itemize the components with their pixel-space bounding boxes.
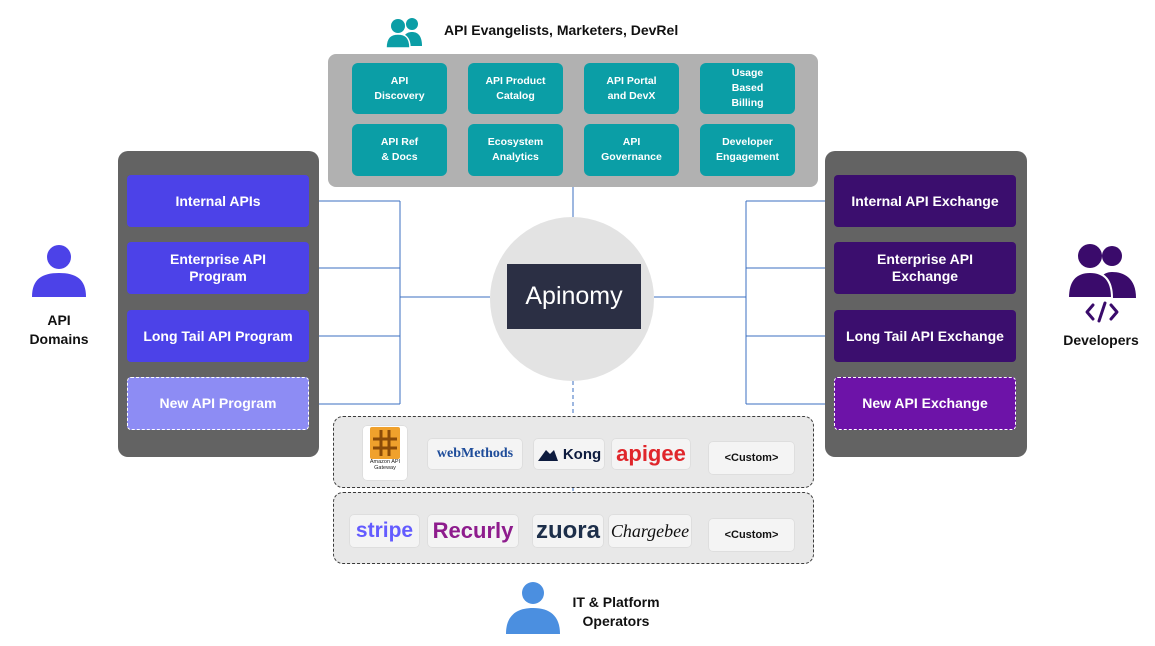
amazon-api-gateway-name: Amazon API Gateway [369, 459, 401, 471]
person-icon [32, 245, 86, 297]
vendor-chargebee[interactable]: Chargebee [608, 514, 692, 548]
developers-label: Developers [1063, 332, 1139, 348]
program-long-tail-api[interactable]: Long Tail API Program [127, 310, 309, 362]
vendor-kong[interactable]: Kong [533, 438, 605, 470]
program-new-api[interactable]: New API Program [127, 377, 309, 430]
tile-api-discovery[interactable]: API Discovery [352, 63, 447, 114]
apinomy-logo[interactable]: Apinomy [507, 264, 641, 329]
vendor-apigee[interactable]: apigee [611, 438, 691, 470]
tile-usage-based-billing[interactable]: Usage Based Billing [700, 63, 795, 114]
code-icon [1085, 301, 1119, 323]
it-platform-operators-label: IT & Platform Operators [572, 594, 660, 629]
exchange-internal-api[interactable]: Internal API Exchange [834, 175, 1016, 227]
billing-custom[interactable]: <Custom> [708, 518, 795, 552]
kong-logo [537, 450, 558, 461]
person-icon [506, 582, 560, 634]
api-domains-label: API Domains [29, 312, 89, 347]
vendor-amazon-api-gateway[interactable]: Amazon API Gateway [362, 425, 408, 481]
tile-api-portal[interactable]: API Portal and DevX [584, 63, 679, 114]
program-enterprise-api[interactable]: Enterprise API Program [127, 242, 309, 294]
vendor-stripe[interactable]: stripe [349, 514, 420, 548]
people-icon [1068, 244, 1136, 298]
exchange-new-api[interactable]: New API Exchange [834, 377, 1016, 430]
program-internal-apis[interactable]: Internal APIs [127, 175, 309, 227]
vendor-webmethods[interactable]: webMethods [427, 438, 523, 470]
kong-name: Kong [562, 445, 602, 463]
tile-developer-engagement[interactable]: Developer Engagement [700, 124, 795, 176]
top-audience-label: API Evangelists, Marketers, DevRel [444, 22, 679, 38]
tile-api-governance[interactable]: API Governance [584, 124, 679, 176]
exchange-long-tail-api[interactable]: Long Tail API Exchange [834, 310, 1016, 362]
gateway-custom[interactable]: <Custom> [708, 441, 795, 475]
tile-ecosystem-analytics[interactable]: Ecosystem Analytics [468, 124, 563, 176]
tile-api-product-catalog[interactable]: API Product Catalog [468, 63, 563, 114]
people-icon [385, 18, 422, 48]
tile-api-ref-docs[interactable]: API Ref & Docs [352, 124, 447, 176]
vendor-zuora[interactable]: zuora [532, 514, 604, 548]
exchange-enterprise-api[interactable]: Enterprise API Exchange [834, 242, 1016, 294]
vendor-recurly[interactable]: Recurly [427, 514, 519, 548]
amazon-api-gateway-logo [370, 427, 400, 459]
